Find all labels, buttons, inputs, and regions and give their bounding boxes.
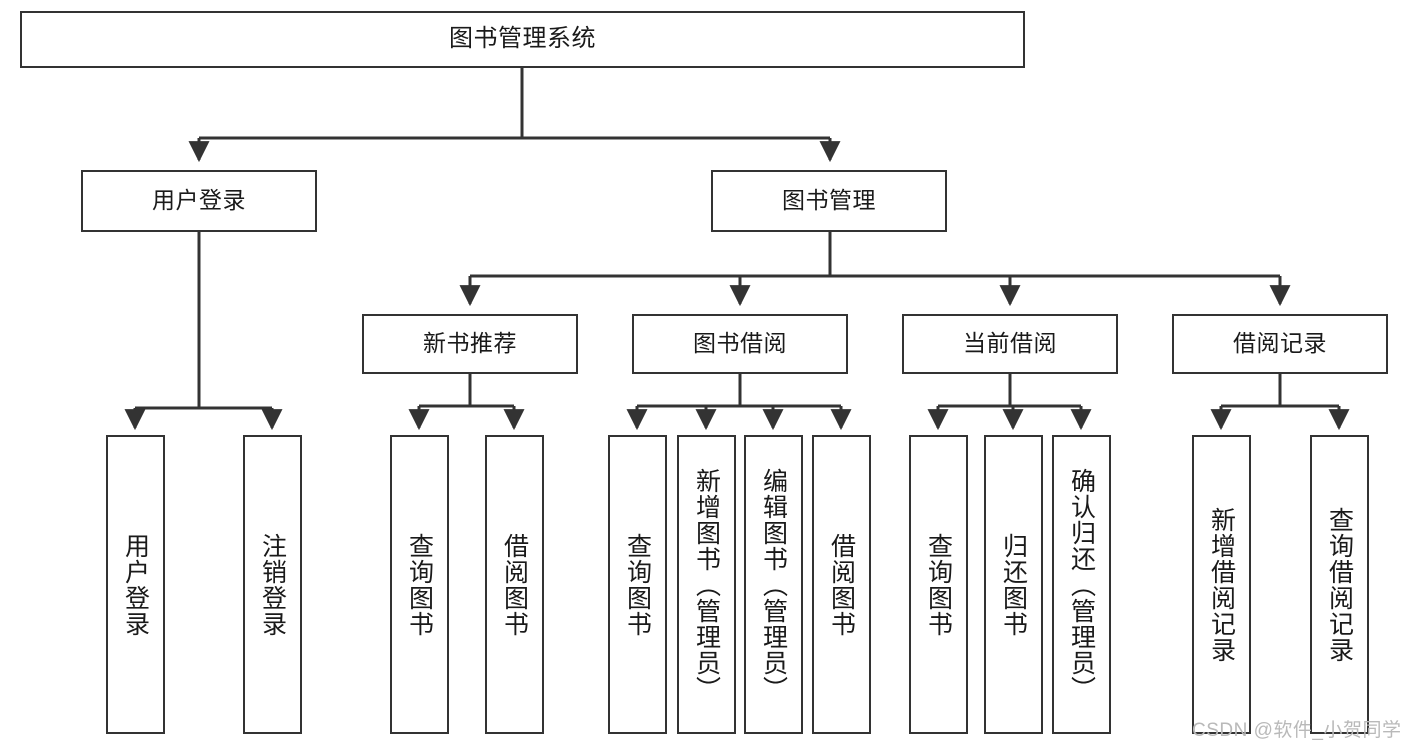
node-leaf-query-book-rec-label: 查询图书 <box>405 532 434 637</box>
node-leaf-edit-book[interactable]: 编辑图书（管理员） <box>744 435 803 734</box>
node-leaf-add-book[interactable]: 新增图书（管理员） <box>677 435 736 734</box>
node-leaf-query-book-cur-label: 查询图书 <box>924 532 953 637</box>
node-leaf-confirm-return-label: 确认归还（管理员） <box>1067 467 1096 702</box>
node-leaf-borrow-book-bor-label: 借阅图书 <box>827 532 856 637</box>
node-leaf-confirm-return[interactable]: 确认归还（管理员） <box>1052 435 1111 734</box>
node-leaf-query-book-bor-label: 查询图书 <box>623 532 652 637</box>
node-book-borrow[interactable]: 图书借阅 <box>632 314 848 374</box>
node-borrow-record-label: 借阅记录 <box>1233 330 1327 357</box>
node-book-borrow-label: 图书借阅 <box>693 330 787 357</box>
node-leaf-borrow-book-rec-label: 借阅图书 <box>500 532 529 637</box>
node-leaf-user-login-label: 用户登录 <box>121 532 150 637</box>
node-leaf-query-book-rec[interactable]: 查询图书 <box>390 435 449 734</box>
node-current-borrow[interactable]: 当前借阅 <box>902 314 1118 374</box>
node-leaf-add-record[interactable]: 新增借阅记录 <box>1192 435 1251 734</box>
node-leaf-add-record-label: 新增借阅记录 <box>1207 506 1236 663</box>
node-root[interactable]: 图书管理系统 <box>20 11 1025 68</box>
node-leaf-query-book-cur[interactable]: 查询图书 <box>909 435 968 734</box>
node-borrow-record[interactable]: 借阅记录 <box>1172 314 1388 374</box>
node-current-borrow-label: 当前借阅 <box>963 330 1057 357</box>
node-leaf-add-book-label: 新增图书（管理员） <box>692 467 721 702</box>
node-user-login-label: 用户登录 <box>152 187 246 214</box>
node-user-login[interactable]: 用户登录 <box>81 170 317 232</box>
node-leaf-user-logout[interactable]: 注销登录 <box>243 435 302 734</box>
node-leaf-borrow-book-bor[interactable]: 借阅图书 <box>812 435 871 734</box>
node-leaf-return-book-label: 归还图书 <box>999 532 1028 637</box>
csdn-watermark: CSDN @软件_小贺同学 <box>1192 720 1402 741</box>
node-leaf-query-book-bor[interactable]: 查询图书 <box>608 435 667 734</box>
node-leaf-user-logout-label: 注销登录 <box>258 532 287 637</box>
node-leaf-user-login[interactable]: 用户登录 <box>106 435 165 734</box>
node-leaf-edit-book-label: 编辑图书（管理员） <box>759 467 788 702</box>
node-leaf-query-record[interactable]: 查询借阅记录 <box>1310 435 1369 734</box>
node-leaf-return-book[interactable]: 归还图书 <box>984 435 1043 734</box>
node-new-book-recommend-label: 新书推荐 <box>423 330 517 357</box>
node-leaf-borrow-book-rec[interactable]: 借阅图书 <box>485 435 544 734</box>
node-book-manage[interactable]: 图书管理 <box>711 170 947 232</box>
node-new-book-recommend[interactable]: 新书推荐 <box>362 314 578 374</box>
node-root-label: 图书管理系统 <box>449 25 596 53</box>
node-leaf-query-record-label: 查询借阅记录 <box>1325 506 1354 663</box>
node-book-manage-label: 图书管理 <box>782 187 876 214</box>
